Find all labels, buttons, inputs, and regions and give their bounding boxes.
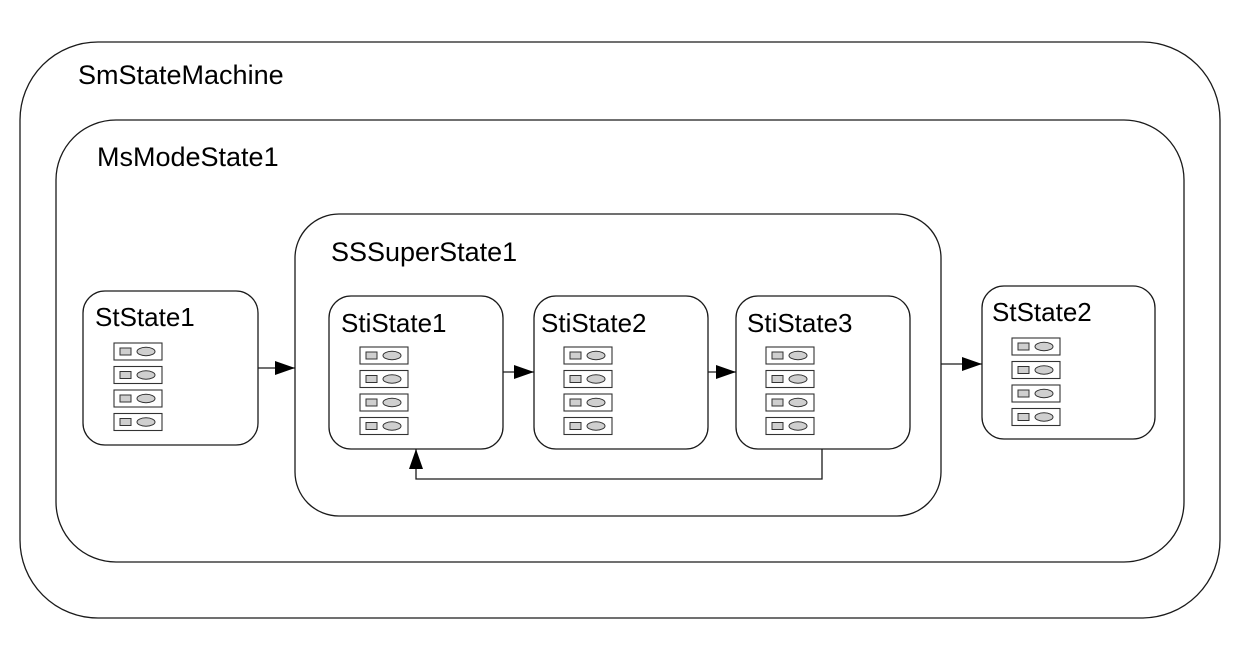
- action-slot-row[interactable]: [113, 412, 163, 432]
- action-slot-row[interactable]: [563, 416, 613, 436]
- slot-oval-icon: [788, 350, 808, 361]
- slot-oval-icon: [1034, 388, 1054, 399]
- state-label: StState1: [95, 302, 195, 332]
- action-slot-row[interactable]: [563, 346, 613, 365]
- state-node-stiState3[interactable]: StiState3: [735, 295, 911, 450]
- slot-square-icon: [569, 351, 582, 360]
- slot-oval-icon: [382, 421, 402, 431]
- state-node-stiState2[interactable]: StiState2: [533, 295, 709, 450]
- slot-oval-icon: [382, 374, 402, 384]
- slot-oval-icon: [136, 370, 156, 380]
- state-label: StiState1: [341, 308, 447, 338]
- state-action-slots: [359, 346, 409, 436]
- super-state-label: SSSuperState1: [331, 237, 517, 267]
- slot-square-icon: [365, 375, 378, 383]
- slot-oval-icon: [788, 421, 808, 431]
- state-action-slots: [1011, 337, 1061, 427]
- action-slot-row[interactable]: [1011, 360, 1061, 380]
- action-slot-row[interactable]: [113, 365, 163, 385]
- action-slot-row[interactable]: [563, 393, 613, 412]
- state-label: StiState2: [541, 308, 647, 338]
- mode-state-label: MsModeState1: [97, 142, 279, 172]
- slot-oval-icon: [136, 393, 156, 404]
- slot-square-icon: [119, 418, 132, 426]
- slot-square-icon: [119, 371, 132, 379]
- slot-square-icon: [1017, 342, 1030, 351]
- action-slot-row[interactable]: [113, 389, 163, 408]
- state-action-slots: [113, 342, 163, 432]
- slot-square-icon: [569, 398, 582, 407]
- slot-square-icon: [119, 394, 132, 403]
- slot-square-icon: [771, 351, 784, 360]
- action-slot-row[interactable]: [1011, 337, 1061, 356]
- slot-square-icon: [569, 422, 582, 430]
- slot-oval-icon: [788, 397, 808, 408]
- slot-square-icon: [569, 375, 582, 383]
- state-action-slots: [765, 346, 815, 436]
- action-slot-row[interactable]: [359, 346, 409, 365]
- slot-square-icon: [771, 422, 784, 430]
- action-slot-row[interactable]: [765, 346, 815, 365]
- action-slot-row[interactable]: [113, 342, 163, 361]
- slot-square-icon: [1017, 389, 1030, 398]
- state-label: StState2: [992, 297, 1092, 327]
- slot-square-icon: [1017, 366, 1030, 374]
- slot-oval-icon: [1034, 341, 1054, 352]
- slot-oval-icon: [1034, 412, 1054, 422]
- slot-square-icon: [365, 398, 378, 407]
- action-slot-row[interactable]: [359, 416, 409, 436]
- slot-oval-icon: [136, 417, 156, 427]
- state-machine-label: SmStateMachine: [78, 60, 284, 90]
- state-node-stState1[interactable]: StState1: [82, 290, 259, 446]
- slot-oval-icon: [586, 421, 606, 431]
- slot-oval-icon: [382, 397, 402, 408]
- slot-oval-icon: [136, 346, 156, 357]
- slot-square-icon: [365, 351, 378, 360]
- slot-oval-icon: [586, 350, 606, 361]
- slot-oval-icon: [382, 350, 402, 361]
- state-node-stState2[interactable]: StState2: [981, 285, 1156, 440]
- slot-square-icon: [771, 375, 784, 383]
- slot-square-icon: [771, 398, 784, 407]
- action-slot-row[interactable]: [563, 369, 613, 389]
- transition-arrow-stiState3-to-stiState1[interactable]: [409, 449, 823, 480]
- slot-square-icon: [1017, 413, 1030, 421]
- state-label: StiState3: [747, 308, 853, 338]
- slot-oval-icon: [788, 374, 808, 384]
- slot-oval-icon: [586, 397, 606, 408]
- action-slot-row[interactable]: [1011, 384, 1061, 403]
- slot-oval-icon: [1034, 365, 1054, 375]
- state-action-slots: [563, 346, 613, 436]
- state-node-stiState1[interactable]: StiState1: [328, 295, 504, 450]
- slot-square-icon: [365, 422, 378, 430]
- action-slot-row[interactable]: [765, 369, 815, 389]
- action-slot-row[interactable]: [359, 393, 409, 412]
- action-slot-row[interactable]: [1011, 407, 1061, 427]
- slot-oval-icon: [586, 374, 606, 384]
- slot-square-icon: [119, 347, 132, 356]
- action-slot-row[interactable]: [765, 393, 815, 412]
- action-slot-row[interactable]: [359, 369, 409, 389]
- action-slot-row[interactable]: [765, 416, 815, 436]
